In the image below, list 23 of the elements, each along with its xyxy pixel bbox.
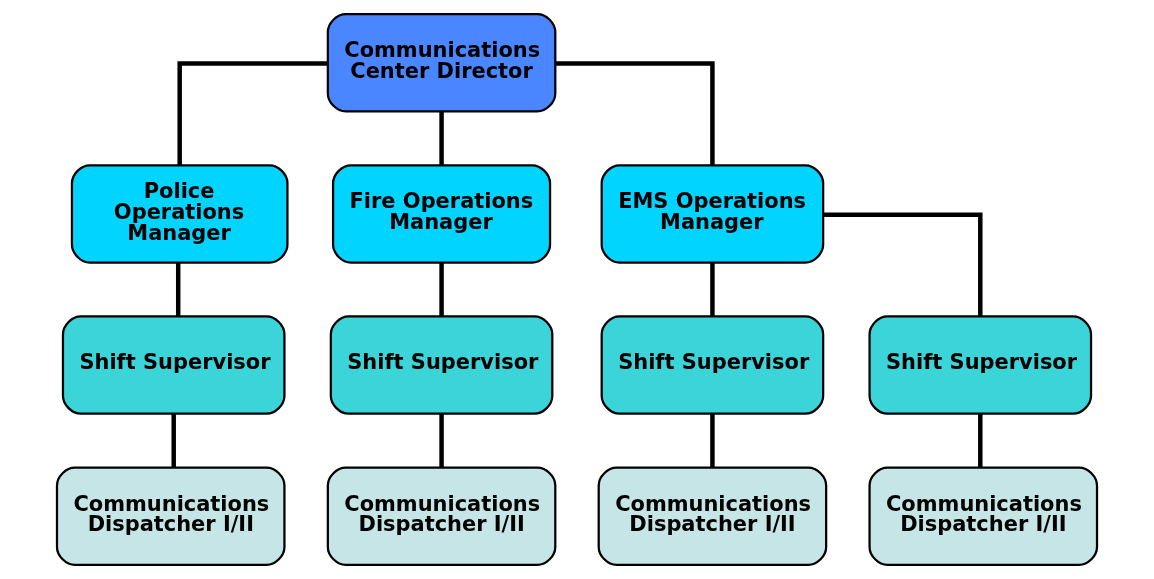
node-box: Police Operations Manager xyxy=(70,164,289,264)
connector xyxy=(171,413,176,468)
node-box: Fire Operations Manager xyxy=(331,164,552,264)
node-box: Communications Dispatcher I/II xyxy=(326,466,557,566)
node-box: Shift Supervisor xyxy=(868,315,1093,415)
node-box: Communications Dispatcher I/II xyxy=(868,466,1099,566)
connector xyxy=(177,61,328,166)
connector xyxy=(439,413,444,468)
connector xyxy=(439,111,444,165)
node-box: Communications Dispatcher I/II xyxy=(55,466,286,566)
connector xyxy=(823,212,983,317)
node-box: Shift Supervisor xyxy=(600,315,825,415)
connector xyxy=(439,262,444,316)
connector xyxy=(978,413,983,468)
node-box: Shift Supervisor xyxy=(61,315,286,415)
connector xyxy=(175,262,181,316)
connector xyxy=(710,262,715,316)
connector xyxy=(710,413,715,468)
node-box: Communications Center Director xyxy=(326,13,557,113)
node-box: Shift Supervisor xyxy=(329,315,554,415)
node-box: Communications Dispatcher I/II xyxy=(597,466,828,566)
connector xyxy=(555,61,715,166)
node-box: EMS Operations Manager xyxy=(600,164,825,264)
